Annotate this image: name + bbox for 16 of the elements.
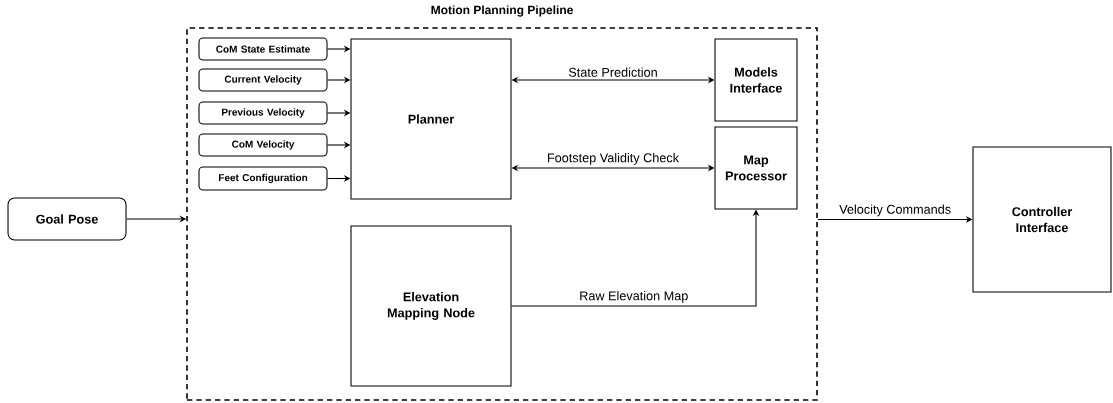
frame-title: Motion Planning Pipeline — [431, 5, 573, 17]
edge-label: Raw Elevation Map — [577, 289, 690, 305]
edge-label: Footstep Validity Check — [545, 151, 681, 167]
process-box: Models Interface — [714, 38, 798, 122]
input-box: Feet Configuration — [198, 166, 328, 191]
input-box: Current Velocity — [198, 68, 328, 92]
input-box: CoM Velocity — [198, 133, 328, 157]
input-box: Previous Velocity — [198, 101, 328, 125]
process-box: Elevation Mapping Node — [350, 225, 512, 387]
edge-label: State Prediction — [566, 66, 660, 79]
input-box: CoM State Estimate — [198, 37, 328, 61]
edge-label: Velocity Commands — [837, 203, 953, 218]
process-box: Map Processor — [714, 126, 798, 210]
goal-box: Goal Pose — [7, 197, 127, 241]
process-box: Controller Interface — [972, 146, 1112, 293]
process-box: Planner — [350, 38, 512, 200]
